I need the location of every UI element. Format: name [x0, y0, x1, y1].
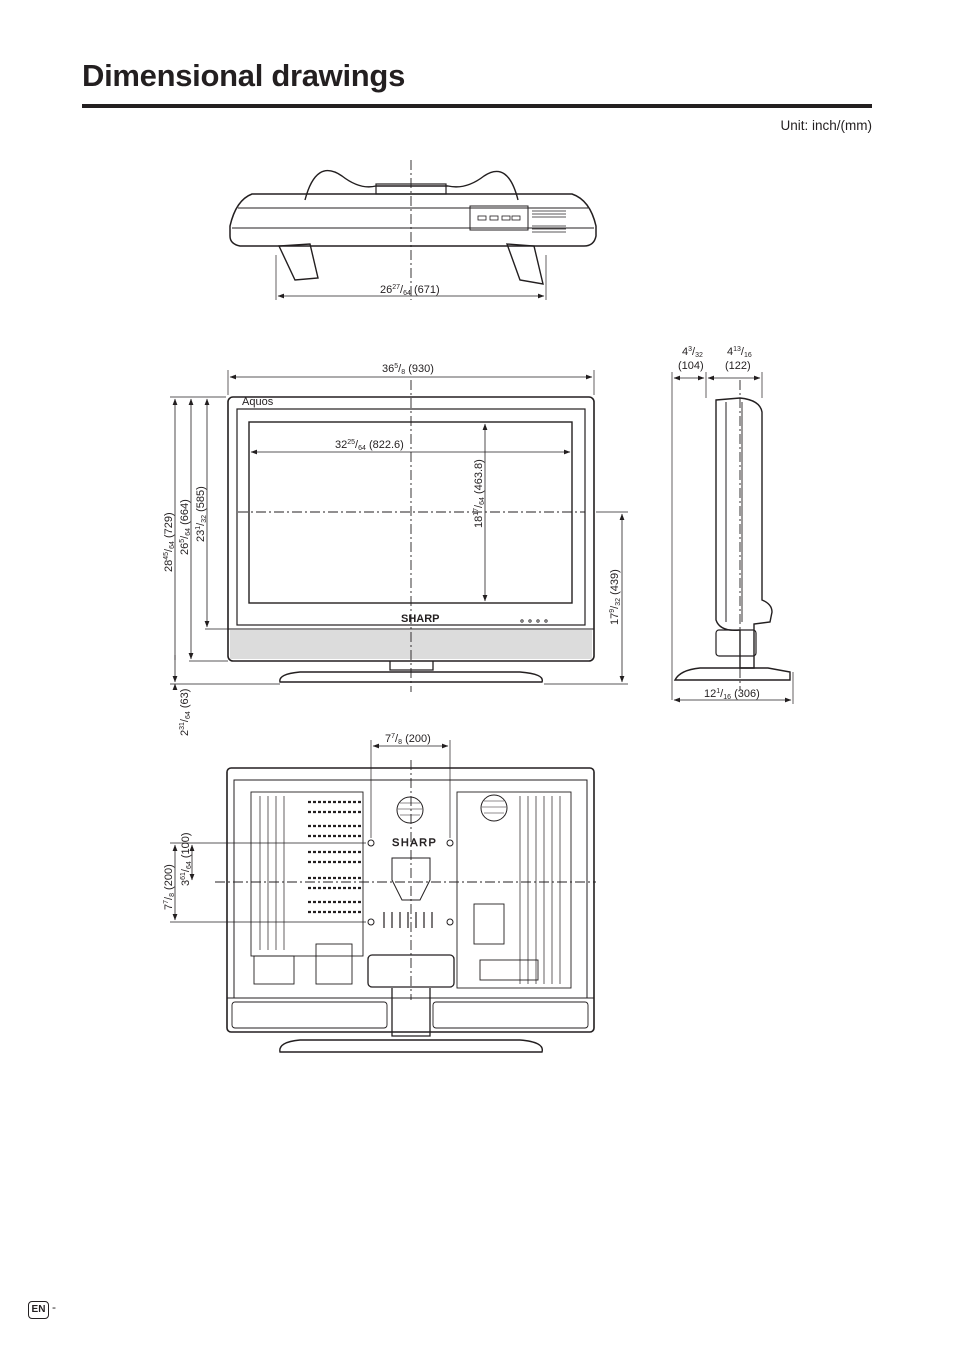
front-overall-width-label: 365/8 (930): [382, 363, 434, 376]
side-stand-depth-label: 121/16 (306): [704, 688, 760, 701]
front-stand-to-bottom-label: 231/64 (63): [179, 689, 192, 736]
back-view-drawing: [170, 740, 596, 1053]
back-mount-offset-label: 361/64 (100): [180, 832, 193, 886]
side-depth-panel-mm: (104): [678, 360, 704, 372]
title-underline: [82, 104, 872, 108]
front-screen-height-label: 1817/64 (463.8): [473, 459, 486, 528]
footer-dash: -: [52, 1300, 56, 1314]
bezel-logo: Aquos: [242, 396, 274, 408]
top-view-drawing: [229, 160, 597, 300]
front-overall-height-label: 2845/64 (729): [163, 512, 176, 572]
side-view-drawing: [671, 372, 794, 704]
front-right-height-label: 179/32 (439): [609, 569, 622, 625]
side-depth-stand-top-mm: (122): [725, 360, 751, 372]
back-vesa-vertical-label: 77/8 (200): [163, 864, 176, 910]
front-height-to-bezel-label: 231/32 (585): [195, 486, 208, 542]
top-view-stand-width-label: 2627/64 (671): [380, 284, 440, 297]
front-screen-width-label: 3225/64 (822.6): [335, 439, 404, 452]
front-view-drawing: [170, 370, 628, 692]
language-badge: EN: [28, 1301, 49, 1319]
unit-label: Unit: inch/(mm): [780, 118, 872, 133]
side-depth-panel-fraction: 43/32: [682, 346, 703, 359]
front-height-to-speaker-label: 265/64 (664): [179, 499, 192, 555]
page-title: Dimensional drawings: [82, 58, 406, 93]
back-vesa-horizontal-label: 77/8 (200): [385, 733, 431, 746]
side-depth-stand-top-fraction: 413/16: [727, 346, 752, 359]
front-brand-logo: SHARP: [401, 613, 440, 625]
back-brand-logo: SHARP: [392, 837, 437, 849]
